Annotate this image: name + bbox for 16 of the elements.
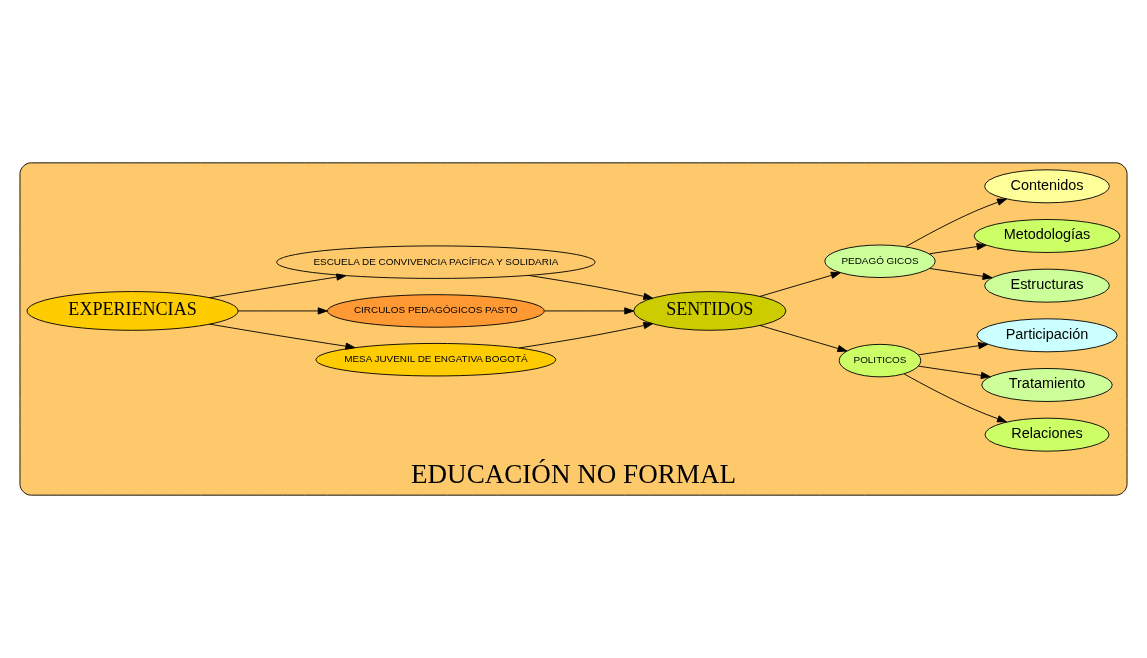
arrow xyxy=(759,271,841,297)
arrow xyxy=(917,365,991,379)
arrow xyxy=(905,198,1007,248)
arrow xyxy=(929,268,993,280)
arrow xyxy=(903,373,1007,423)
arrow xyxy=(528,274,654,300)
arrow xyxy=(518,321,654,349)
arrow xyxy=(237,307,328,315)
arrow xyxy=(759,325,848,353)
node-ellipse: EXPERIENCIAS xyxy=(26,291,239,331)
node-ellipse: CIRCULOS PEDAGÓGICOS PASTO xyxy=(327,294,545,328)
arrow xyxy=(917,342,989,356)
arrow xyxy=(929,242,987,255)
arrow xyxy=(209,273,347,299)
arrow xyxy=(544,307,635,315)
arrow xyxy=(209,323,356,350)
